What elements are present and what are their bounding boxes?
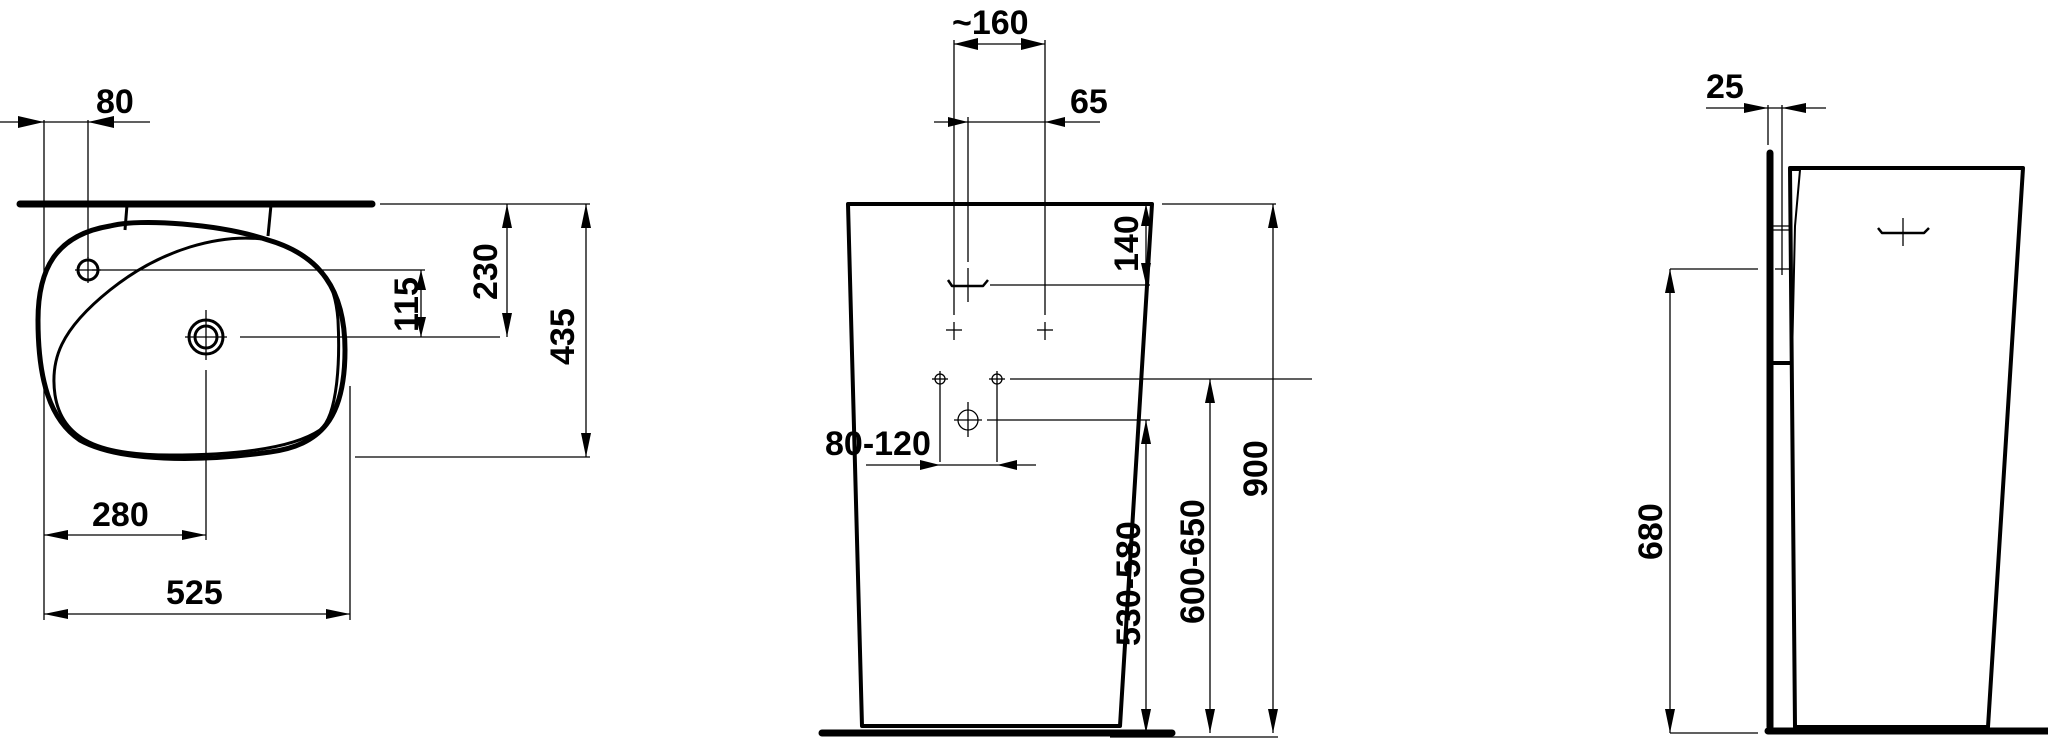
bracket-right — [266, 204, 273, 237]
dim-supply-height: 600-650 — [1174, 499, 1212, 624]
dim-total-height: 900 — [1237, 440, 1275, 497]
dim-drain-from-left: 280 — [92, 496, 149, 534]
dim-wall-gap: 25 — [1706, 68, 1744, 106]
basin-inner — [52, 236, 341, 457]
bracket-left — [123, 204, 129, 231]
dim-mount-height: 680 — [1632, 503, 1670, 560]
dim-total-width: 525 — [166, 574, 223, 612]
dim-supply-spacing: ~160 — [952, 4, 1029, 42]
dim-valve-spacing: 80-120 — [825, 425, 931, 463]
dim-drain-offset: 65 — [1070, 83, 1108, 121]
dim-overflow-offset: 80 — [96, 83, 134, 121]
front-view: ~160 65 140 80-120 530-580 — [818, 4, 1312, 738]
pedestal-side-outline — [1788, 166, 2025, 729]
side-view: 25 680 — [1632, 68, 2048, 735]
dim-total-depth: 435 — [544, 308, 582, 365]
top-view: 80 115 230 435 280 525 — [0, 83, 591, 620]
dim-depth-to-drain: 230 — [467, 243, 505, 300]
pedestal-outline — [846, 202, 1154, 728]
basin-outline — [35, 219, 348, 461]
dim-depth-to-tap: 115 — [388, 277, 426, 332]
dim-drain-height: 530-580 — [1110, 521, 1148, 646]
dim-outlet-drop: 140 — [1108, 215, 1146, 272]
